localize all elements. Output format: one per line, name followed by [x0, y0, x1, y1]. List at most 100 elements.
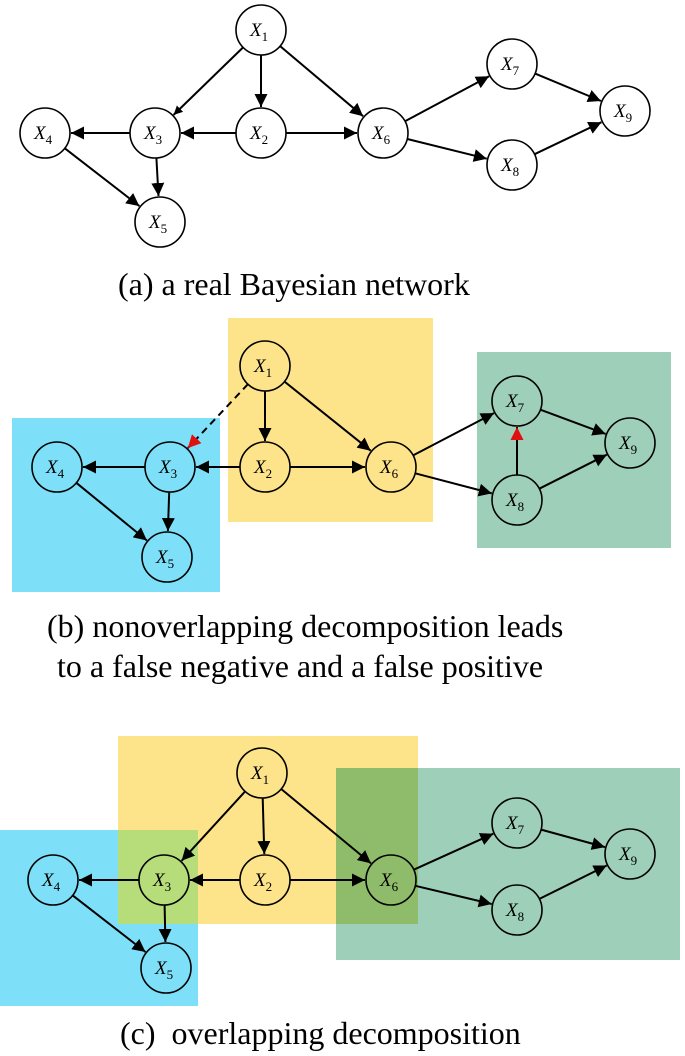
- node-label: X2: [249, 123, 268, 147]
- node-circle: [134, 196, 186, 248]
- node-a-x1: X1: [235, 4, 287, 56]
- node-c-x8: X8: [491, 884, 543, 936]
- node-circle: [604, 828, 656, 880]
- edge-c-x1-x2: [257, 797, 271, 855]
- node-label: X5: [155, 547, 174, 571]
- node-circle: [365, 441, 417, 493]
- node-b-x2: X2: [239, 441, 291, 493]
- node-circle: [31, 441, 83, 493]
- node-circle: [19, 107, 71, 159]
- node-label: X5: [154, 958, 173, 982]
- node-label: X6: [379, 457, 399, 481]
- edge-c-x6-x7: [413, 832, 494, 871]
- edge-a-x8-x9: [534, 121, 602, 156]
- node-b-x5: X5: [141, 531, 193, 583]
- node-label: X4: [33, 123, 53, 147]
- edge-b-x8-x9: [538, 453, 608, 490]
- node-b-x6: X6: [365, 441, 417, 493]
- node-label: X4: [45, 457, 65, 481]
- node-a-x7: X7: [486, 38, 538, 90]
- node-c-x6: X6: [365, 854, 417, 906]
- node-label: X1: [250, 763, 269, 787]
- node-c-x2: X2: [239, 854, 291, 906]
- node-label: X1: [253, 356, 272, 380]
- edge-a-x7-x9: [534, 72, 602, 103]
- node-label: X7: [500, 54, 520, 78]
- node-circle: [138, 854, 190, 906]
- node-label: X8: [505, 490, 524, 514]
- node-a-x8: X8: [486, 139, 538, 191]
- caption-a: (a) a real Bayesian network: [118, 266, 470, 302]
- node-a-x2: X2: [235, 107, 287, 159]
- node-c-x5: X5: [140, 942, 192, 994]
- caption-b-line-1: (b) nonoverlapping decomposition leads: [47, 608, 563, 644]
- node-label: X9: [613, 101, 632, 125]
- node-c-x1: X1: [236, 747, 288, 799]
- caption-c: (c) overlapping decomposition: [120, 1015, 521, 1051]
- node-circle: [27, 854, 79, 906]
- node-b-x7: X7: [491, 375, 543, 427]
- node-label: X8: [500, 155, 519, 179]
- node-circle: [491, 375, 543, 427]
- edge-b-x3-x5: [161, 491, 175, 532]
- node-a-x9: X9: [599, 85, 651, 137]
- node-label: X2: [253, 457, 272, 481]
- node-label: X3: [143, 123, 162, 147]
- node-b-x1: X1: [239, 340, 291, 392]
- node-label: X3: [152, 870, 171, 894]
- node-label: X7: [505, 391, 525, 415]
- node-label: X3: [158, 457, 177, 481]
- node-circle: [239, 441, 291, 493]
- edge-a-x4-x5: [64, 147, 141, 207]
- edge-a-x1-x3: [172, 46, 244, 116]
- node-c-x3: X3: [138, 854, 190, 906]
- node-label: X2: [253, 870, 272, 894]
- node-label: X9: [618, 433, 637, 457]
- edge-a-x1-x6: [279, 45, 364, 117]
- node-c-x7: X7: [491, 797, 543, 849]
- node-label: X5: [148, 212, 167, 236]
- node-circle: [486, 38, 538, 90]
- node-circle: [239, 340, 291, 392]
- edge-b-x6-x8: [414, 472, 493, 497]
- node-circle: [236, 747, 288, 799]
- panel-c-regions: [0, 736, 680, 1006]
- edge-c-x6-x8: [415, 884, 492, 908]
- node-label: X1: [249, 20, 268, 44]
- node-a-x6: X6: [357, 107, 409, 159]
- node-b-x3: X3: [144, 441, 196, 493]
- node-a-x3: X3: [129, 107, 181, 159]
- node-circle: [491, 884, 543, 936]
- caption-b-line-2: to a false negative and a false positive: [57, 648, 543, 684]
- node-label: X6: [379, 870, 399, 894]
- edge-c-x8-x9: [538, 864, 608, 900]
- node-c-x9: X9: [604, 828, 656, 880]
- node-circle: [144, 441, 196, 493]
- node-circle: [604, 417, 656, 469]
- node-circle: [491, 474, 543, 526]
- node-c-x4: X4: [27, 854, 79, 906]
- edge-c-x4-x5: [72, 894, 147, 953]
- node-circle: [129, 107, 181, 159]
- node-b-x9: X9: [604, 417, 656, 469]
- node-label: X7: [505, 813, 525, 837]
- panel-b-regions: [12, 318, 671, 592]
- node-circle: [491, 797, 543, 849]
- node-circle: [235, 107, 287, 159]
- node-circle: [599, 85, 651, 137]
- node-a-x5: X5: [134, 196, 186, 248]
- node-b-x4: X4: [31, 441, 83, 493]
- node-circle: [235, 4, 287, 56]
- node-circle: [486, 139, 538, 191]
- edge-c-x1-x6: [280, 788, 372, 865]
- edge-b-x4-x5: [75, 482, 148, 542]
- node-circle: [239, 854, 291, 906]
- node-label: X8: [505, 900, 524, 924]
- node-a-x4: X4: [19, 107, 71, 159]
- node-label: X9: [618, 844, 637, 868]
- edge-c-x3-x5: [158, 904, 172, 943]
- edge-a-x6-x8: [407, 138, 488, 162]
- edge-b-x1-x3: [187, 383, 249, 449]
- node-b-x8: X8: [491, 474, 543, 526]
